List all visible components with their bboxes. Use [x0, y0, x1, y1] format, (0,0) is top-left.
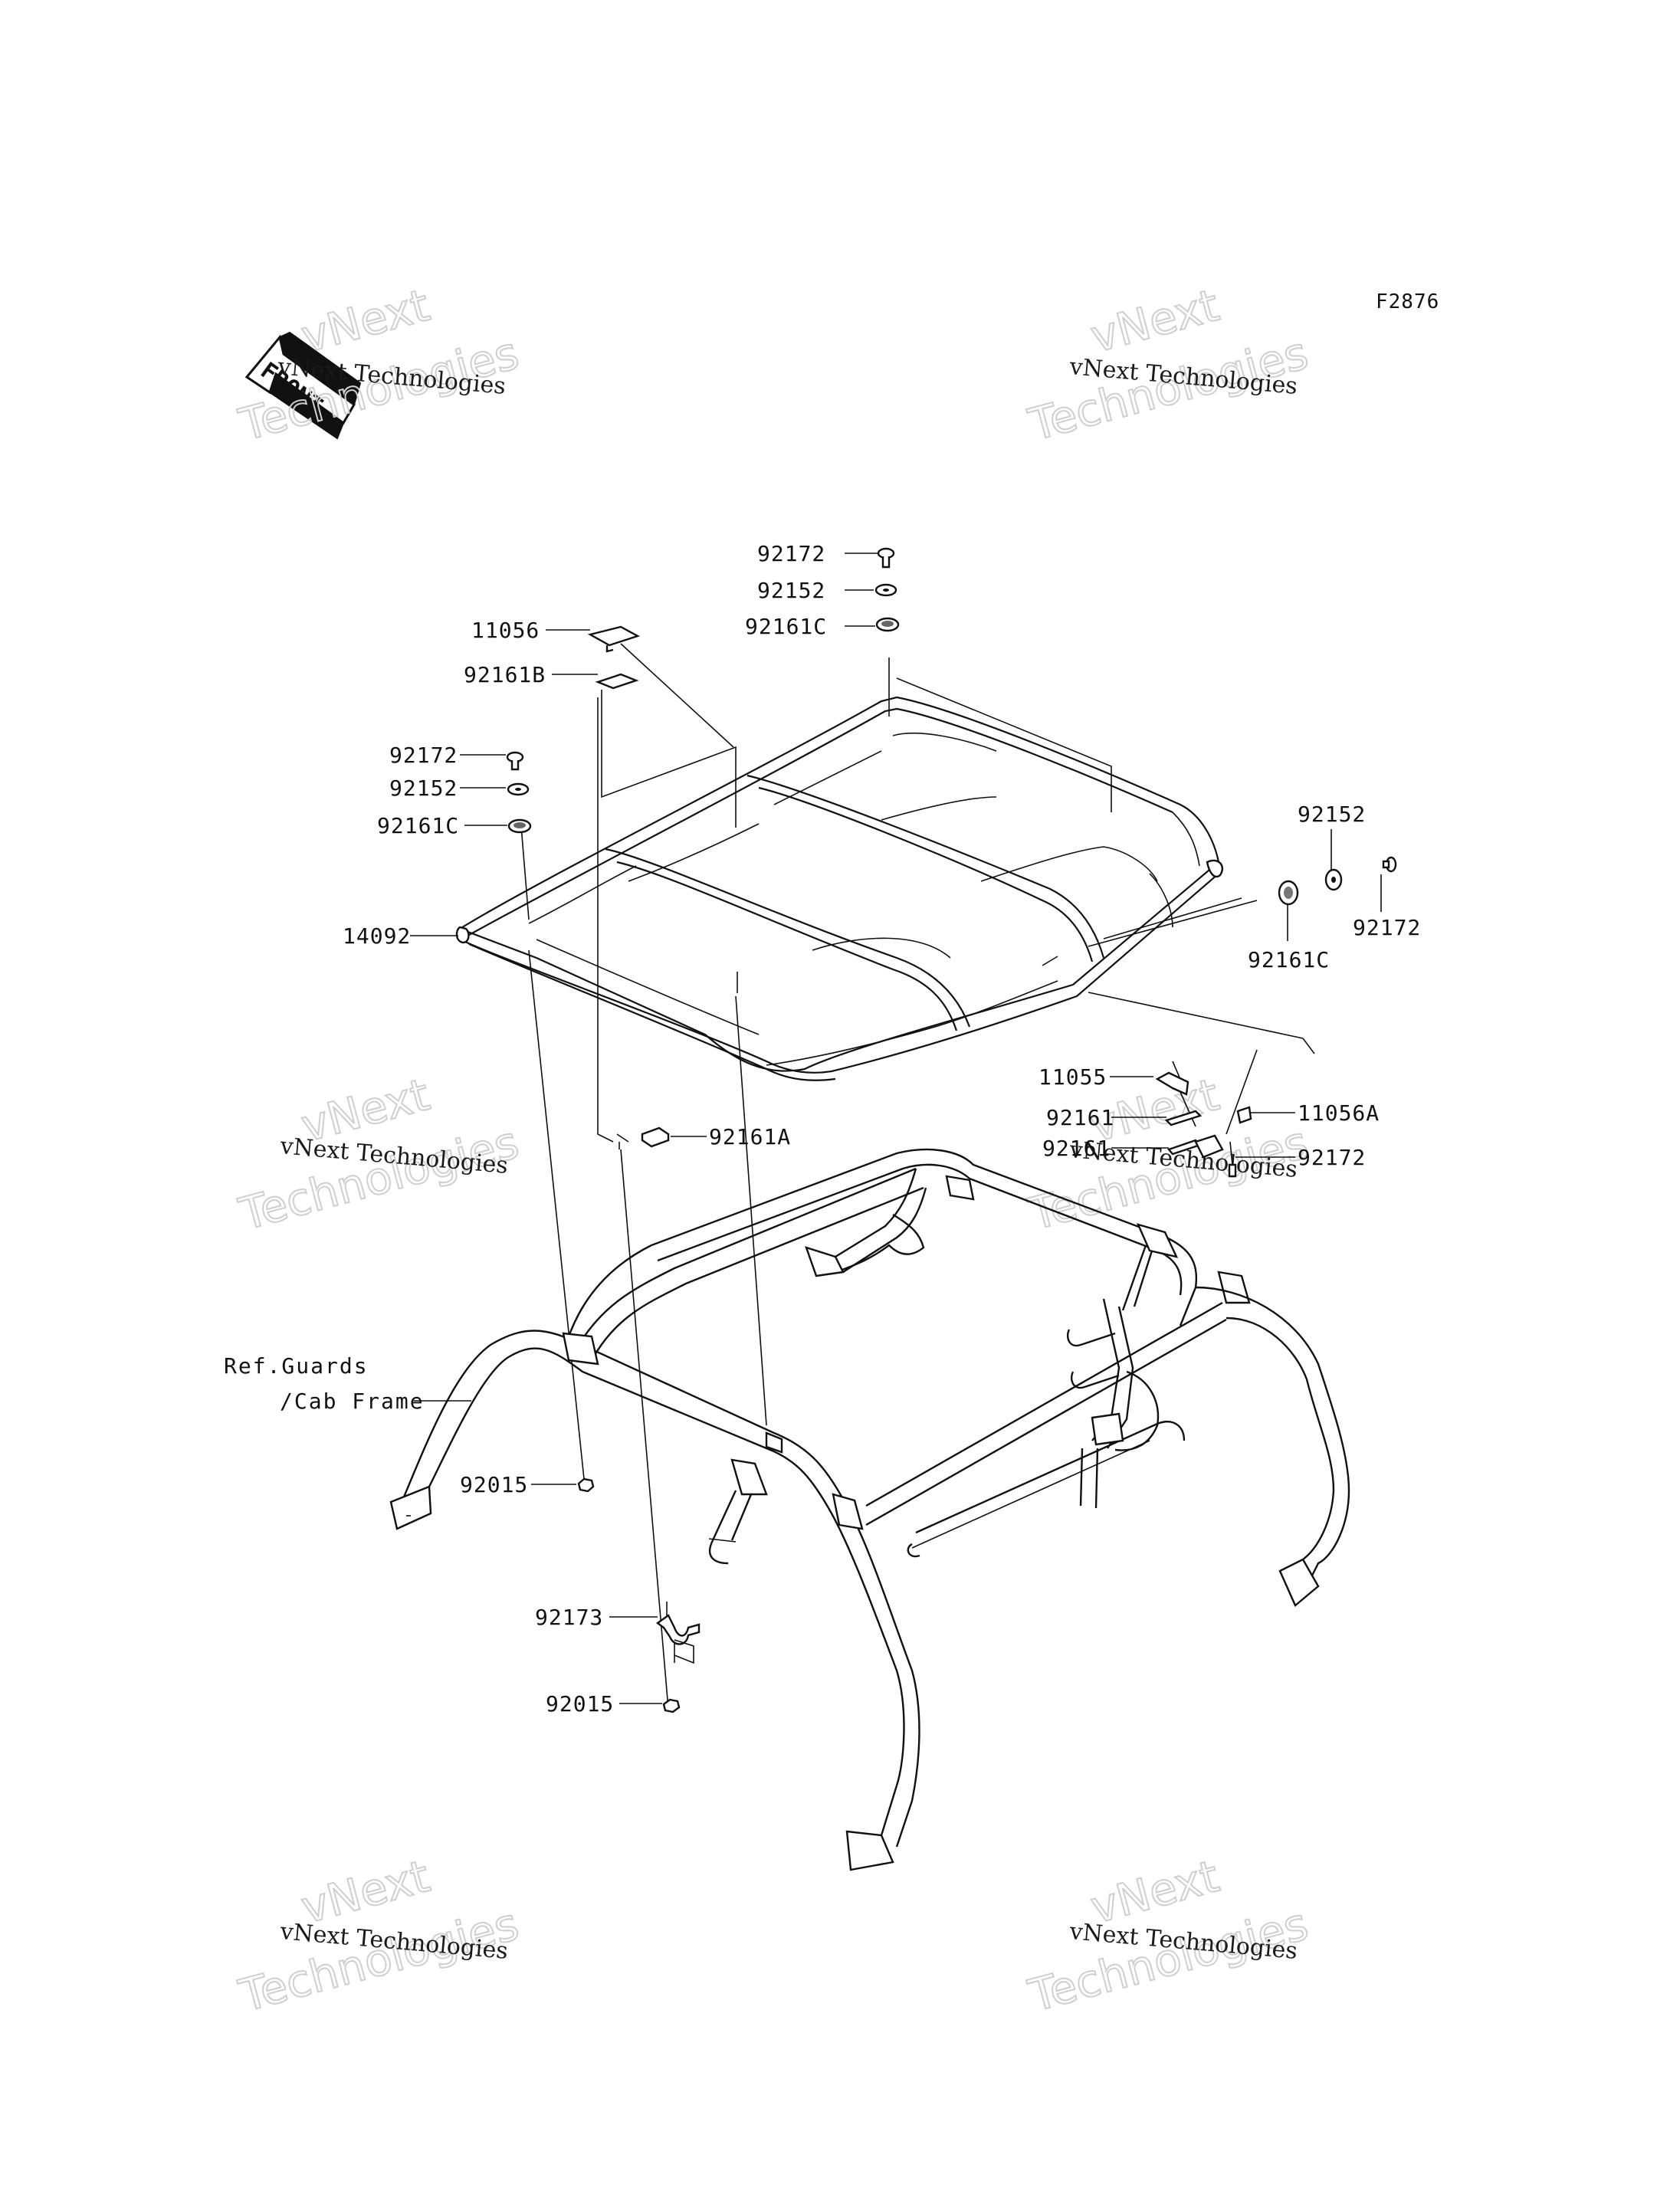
- callout-92161-b: 92161: [1042, 1136, 1111, 1161]
- callout-92173: 92173: [535, 1605, 603, 1630]
- callout-92161C-left: 92161C: [377, 813, 459, 838]
- reference-line-1: Ref.Guards: [224, 1353, 369, 1379]
- bolt-icon: [506, 751, 524, 771]
- callout-92172-left: 92172: [389, 743, 458, 768]
- bracket-plate-icon: [587, 625, 641, 647]
- frame-foot-icon: [1278, 1558, 1320, 1607]
- bracket-icon: [1194, 1134, 1224, 1159]
- frame-bracket-icon: [765, 1431, 783, 1454]
- clamp-icon: [655, 1614, 701, 1645]
- figure-code: F2876: [1376, 290, 1439, 313]
- callout-92172-lower: 92172: [1298, 1145, 1366, 1170]
- svg-text:vNext: vNext: [1085, 279, 1224, 363]
- frame-bracket-icon: [945, 1175, 975, 1201]
- callout-92172-top: 92172: [757, 541, 825, 566]
- svg-text:Technologies: Technologies: [234, 1116, 523, 1240]
- bracket-icon: [1155, 1071, 1189, 1096]
- callout-92015-a: 92015: [460, 1472, 528, 1497]
- callout-92172-right: 92172: [1353, 915, 1421, 940]
- washer-hole-icon: [883, 589, 889, 592]
- hardware-parts: [506, 547, 1397, 1713]
- gusset-icon: [1217, 1271, 1251, 1304]
- roof-panel: [455, 696, 1224, 1081]
- pad-strip-icon: [1164, 1110, 1203, 1126]
- callout-11055: 11055: [1039, 1064, 1107, 1090]
- grommet-center-icon: [1284, 887, 1293, 899]
- callout-92152-left: 92152: [389, 776, 458, 801]
- callout-labels: 92172 92152 92161C 11056 92161B 92172 92…: [224, 541, 1421, 1717]
- cab-frame: [389, 1148, 1350, 1871]
- watermark-bottom-right: vNext Technologies vNext Technologies: [1022, 1849, 1314, 2023]
- guide-lines: [520, 643, 1315, 1710]
- front-arrow-icon: FRONT: [244, 331, 362, 440]
- svg-text:vNext: vNext: [296, 279, 435, 363]
- callout-92152-right: 92152: [1298, 802, 1366, 827]
- frame-foot-icon: [389, 1485, 432, 1530]
- washer-hole-icon: [1331, 877, 1336, 883]
- nut-icon: [577, 1477, 595, 1493]
- reference-line-2: /Cab Frame: [280, 1389, 425, 1414]
- callout-92161A: 92161A: [709, 1124, 791, 1149]
- frame-foot-icon: [845, 1830, 894, 1871]
- nut-icon: [662, 1698, 681, 1713]
- bolt-icon: [1382, 856, 1397, 873]
- leader-lines: [410, 553, 1382, 1704]
- watermark-mid-left: vNext Technologies vNext Technologies: [233, 1067, 524, 1241]
- frame-bracket-icon: [562, 1332, 599, 1366]
- gusset-icon: [1136, 1223, 1179, 1258]
- callout-92161C-top: 92161C: [745, 614, 827, 639]
- watermark-bottom-left: vNext Technologies vNext Technologies: [233, 1849, 524, 2023]
- frame-bracket-icon: [832, 1493, 864, 1530]
- clip-icon: [1236, 1106, 1252, 1124]
- bracket-tab-icon: [605, 645, 614, 653]
- callout-92161C-right: 92161C: [1248, 947, 1330, 972]
- bolt-icon: [877, 547, 895, 569]
- watermark-top-right: vNext Technologies vNext Technologies: [1022, 278, 1314, 452]
- callout-92152-top: 92152: [757, 578, 825, 603]
- callout-92161B: 92161B: [464, 662, 546, 687]
- pad-icon: [595, 673, 639, 690]
- callout-11056A: 11056A: [1298, 1100, 1380, 1126]
- callout-92161-a: 92161: [1046, 1105, 1114, 1130]
- callout-14092: 14092: [343, 923, 411, 949]
- callout-11056: 11056: [471, 618, 540, 643]
- callout-92015-b: 92015: [546, 1691, 614, 1717]
- bolt-icon: [1228, 1163, 1237, 1178]
- bracket-plate-icon: [805, 1246, 845, 1277]
- pad-block-icon: [641, 1126, 670, 1148]
- grommet-center-icon: [881, 621, 894, 627]
- washer-hole-icon: [515, 788, 521, 791]
- frame-bracket-icon: [730, 1458, 768, 1496]
- grommet-center-icon: [514, 822, 526, 828]
- gusset-icon: [1091, 1412, 1124, 1446]
